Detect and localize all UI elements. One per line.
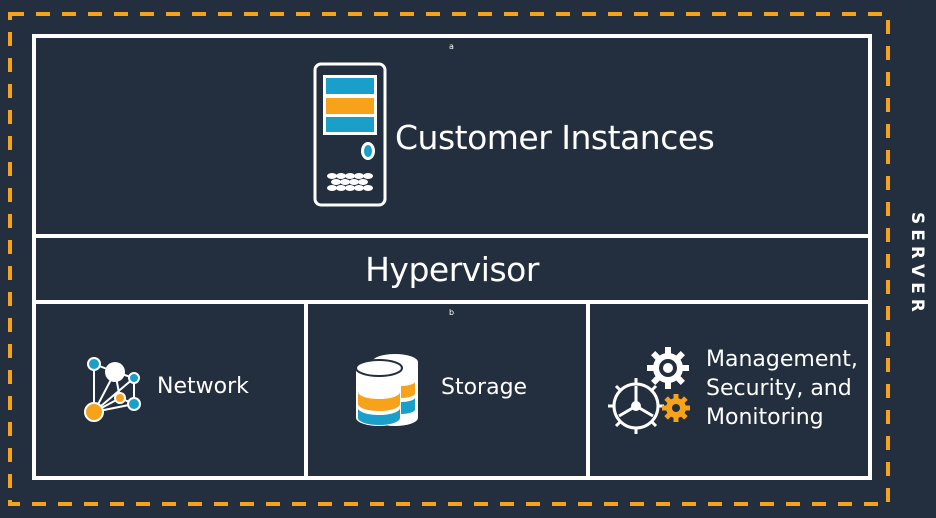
management-label-line-1: Management, — [706, 347, 858, 372]
management-label-line-3: Monitoring — [706, 405, 824, 430]
management-cell — [586, 300, 872, 480]
server-tower-icon — [313, 62, 387, 207]
database-stack-icon — [355, 354, 418, 426]
marker-a: a — [449, 42, 454, 51]
storage-label: Storage — [441, 375, 528, 400]
customer-instances-title: Customer Instances — [395, 118, 715, 157]
network-label: Network — [157, 374, 249, 399]
management-label: Management, Security, and Monitoring — [706, 345, 858, 432]
network-nodes-icon — [84, 357, 141, 422]
hypervisor-title: Hypervisor — [365, 250, 539, 289]
server-label: SERVER — [907, 212, 927, 317]
marker-b: b — [449, 308, 455, 317]
server-boundary — [8, 12, 890, 506]
gears-icon — [608, 347, 690, 434]
management-label-line-2: Security, and — [706, 376, 852, 401]
network-cell — [32, 300, 308, 480]
